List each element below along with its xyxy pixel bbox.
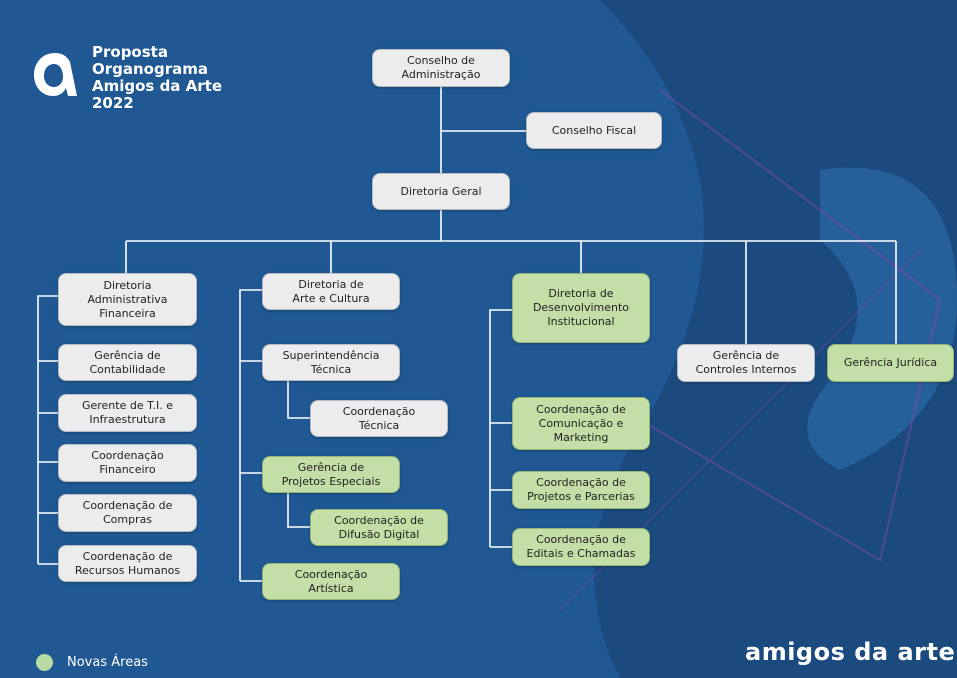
node-label: Superintendência Técnica	[282, 348, 380, 376]
amigos-da-arte-logo-icon	[30, 50, 80, 104]
node-gerencia-juridica: Gerência Jurídica	[827, 344, 954, 382]
node-diretoria-administrativa-financeira: Diretoria Administrativa Financeira	[58, 273, 197, 326]
connector-arte-branch	[239, 289, 262, 582]
node-gerencia-controles-internos: Gerência de Controles Internos	[677, 344, 815, 382]
node-coordenacao-financeiro: Coordenação Financeiro	[58, 444, 197, 482]
node-label: Coordenação de Projetos e Parcerias	[527, 476, 635, 503]
node-label: Coordenação de Editais e Chamadas	[526, 533, 636, 560]
node-diretoria-arte-cultura: Diretoria de Arte e Cultura	[262, 273, 400, 310]
connector-desenv-branch	[489, 309, 512, 548]
node-label: Diretoria Geral	[400, 184, 482, 198]
node-label: Coordenação de Difusão Digital	[334, 513, 424, 541]
node-label: Diretoria Administrativa Financeira	[87, 278, 168, 320]
node-label: Coordenação Financeiro	[91, 449, 164, 476]
legend: Novas Áreas	[36, 654, 148, 671]
node-conselho-administracao: Conselho de Administração	[372, 49, 510, 87]
connector-projetos-branch	[287, 493, 310, 528]
node-label: Gerente de T.I. e Infraestrutura	[81, 399, 174, 426]
node-coordenacao-projetos-parcerias: Coordenação de Projetos e Parcerias	[512, 471, 650, 509]
node-coordenacao-comunicacao-marketing: Coordenação de Comunicação e Marketing	[512, 397, 650, 450]
node-label: Coordenação Artística	[294, 567, 368, 595]
title-line-3: Amigos da Arte	[92, 77, 223, 95]
node-coordenacao-compras: Coordenação de Compras	[58, 494, 197, 532]
node-diretoria-desenvolvimento-institucional: Diretoria de Desenvolvimento Institucion…	[512, 273, 650, 343]
node-label: Coordenação de Recursos Humanos	[74, 549, 181, 577]
brand-wordmark: amigos da arte	[745, 638, 956, 666]
connector-adm-fin-branch	[37, 295, 58, 565]
node-conselho-fiscal: Conselho Fiscal	[526, 112, 662, 149]
connector-bus-main	[126, 210, 896, 242]
title-line-2: Organograma	[92, 60, 209, 78]
title-line-1: Proposta	[92, 43, 168, 61]
node-label: Coordenação de Compras	[82, 499, 173, 526]
node-label: Diretoria de Desenvolvimento Institucion…	[532, 287, 630, 328]
node-label: Gerência de Contabilidade	[89, 348, 166, 376]
node-gerencia-contabilidade: Gerência de Contabilidade	[58, 344, 197, 381]
node-label: Gerência de Controles Internos	[695, 349, 797, 376]
node-coordenacao-difusao-digital: Coordenação de Difusão Digital	[310, 509, 448, 546]
node-label: Diretoria de Arte e Cultura	[292, 277, 370, 305]
connector-sup-tecnica-branch	[287, 381, 310, 419]
title-line-4: 2022	[92, 94, 134, 112]
node-gerente-ti: Gerente de T.I. e Infraestrutura	[58, 394, 197, 432]
node-label: Coordenação de Comunicação e Marketing	[536, 402, 626, 444]
legend-new-areas-swatch	[36, 654, 53, 671]
node-coordenacao-editais-chamadas: Coordenação de Editais e Chamadas	[512, 528, 650, 566]
node-coordenacao-tecnica: Coordenação Técnica	[310, 400, 448, 437]
chart-title: Proposta Organograma Amigos da Arte 2022	[92, 44, 222, 112]
node-diretoria-geral: Diretoria Geral	[372, 173, 510, 210]
legend-new-areas-label: Novas Áreas	[67, 655, 148, 670]
node-label: Gerência Jurídica	[843, 356, 938, 369]
node-label: Conselho de Administração	[401, 54, 481, 81]
node-coordenacao-artistica: Coordenação Artística	[262, 563, 400, 600]
node-label: Conselho Fiscal	[551, 123, 637, 137]
node-superintendencia-tecnica: Superintendência Técnica	[262, 344, 400, 381]
node-gerencia-projetos-especiais: Gerência de Projetos Especiais	[262, 456, 400, 493]
node-coordenacao-recursos-humanos: Coordenação de Recursos Humanos	[58, 545, 197, 582]
node-label: Gerência de Projetos Especiais	[281, 460, 381, 488]
node-label: Coordenação Técnica	[342, 404, 416, 432]
